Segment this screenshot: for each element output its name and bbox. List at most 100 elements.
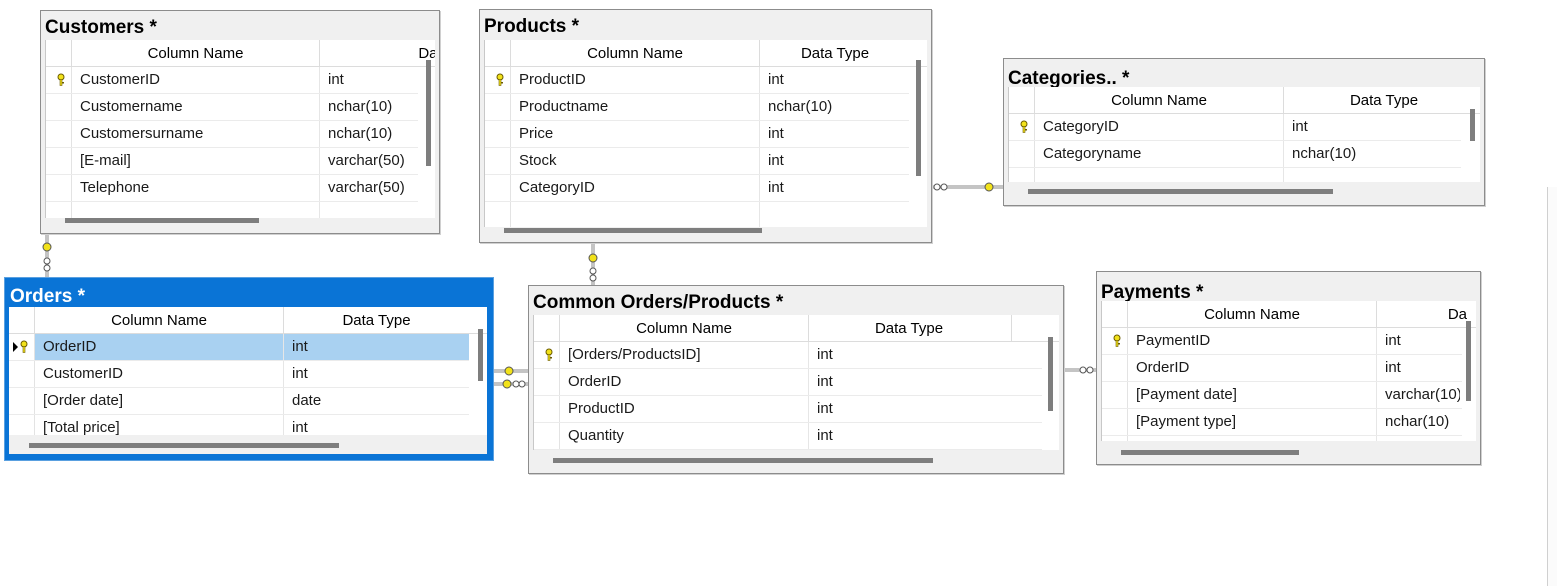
column-name-cell[interactable]: [Payment type] — [1136, 413, 1237, 430]
data-type-cell[interactable]: nchar(10) — [328, 98, 393, 115]
column-name-cell[interactable]: Stock — [519, 152, 557, 169]
row-selector[interactable] — [46, 67, 72, 93]
empty-row[interactable] — [485, 202, 909, 227]
data-type-header[interactable]: Data Type — [1349, 92, 1419, 109]
row-selector[interactable] — [534, 369, 560, 395]
data-type-cell[interactable]: nchar(10) — [1385, 413, 1450, 430]
column-row[interactable]: PaymentID int — [1102, 328, 1462, 355]
horizontal-scrollbar[interactable] — [504, 228, 762, 233]
column-name-header[interactable]: Column Name — [636, 320, 732, 337]
vertical-scrollbar[interactable] — [916, 60, 921, 176]
vertical-scrollbar[interactable] — [478, 329, 483, 381]
row-selector[interactable] — [1009, 141, 1035, 167]
column-name-header[interactable]: Column Name — [147, 45, 244, 62]
vertical-scrollbar[interactable] — [1470, 109, 1475, 141]
data-type-cell[interactable]: nchar(10) — [768, 98, 833, 115]
column-name-cell[interactable]: CategoryID — [1043, 118, 1119, 135]
data-type-cell[interactable]: int — [817, 373, 833, 390]
column-row[interactable]: [Order date] date — [9, 388, 469, 415]
column-name-cell[interactable]: Productname — [519, 98, 609, 115]
column-row[interactable]: [E-mail] varchar(50) — [46, 148, 418, 175]
column-name-cell[interactable]: Customername — [80, 98, 183, 115]
relationship-customers-orders[interactable] — [42, 234, 52, 278]
column-name-header[interactable]: Column Name — [111, 312, 207, 329]
column-name-cell[interactable]: Customersurname — [80, 125, 204, 142]
table-title[interactable]: Payments * — [1101, 282, 1204, 303]
data-type-header[interactable]: Data Type — [874, 320, 944, 337]
table-title[interactable]: Customers * — [45, 17, 157, 38]
data-type-cell[interactable]: int — [1292, 118, 1308, 135]
row-selector[interactable] — [46, 94, 72, 120]
column-row[interactable]: [Total price]int — [9, 415, 469, 435]
data-type-cell[interactable]: int — [768, 125, 784, 142]
data-type-cell[interactable]: int — [292, 419, 308, 435]
column-name-cell[interactable]: OrderID — [568, 373, 622, 390]
row-selector[interactable] — [534, 423, 560, 449]
column-name-cell[interactable]: [Order date] — [43, 392, 124, 409]
relationship-products-categories[interactable] — [931, 182, 1004, 192]
data-type-cell[interactable]: int — [817, 427, 833, 444]
column-name-cell[interactable]: [E-mail] — [80, 152, 131, 169]
table-title[interactable]: Categories.. * — [1008, 68, 1130, 89]
vertical-scrollbar[interactable] — [1048, 337, 1053, 411]
column-row[interactable]: OrderID int — [534, 369, 1042, 396]
column-name-cell[interactable]: Price — [519, 125, 554, 142]
horizontal-scrollbar[interactable] — [1028, 189, 1333, 194]
data-type-header[interactable]: Data Type — [342, 312, 411, 329]
row-selector[interactable] — [485, 94, 511, 120]
row-selector[interactable] — [534, 396, 560, 422]
column-name-cell[interactable]: [Payment date] — [1136, 386, 1237, 403]
data-type-cell[interactable]: varchar(50) — [328, 152, 405, 169]
column-grid[interactable]: Column Name Data CustomerIDintCustomerna… — [45, 40, 435, 218]
row-selector[interactable] — [1102, 355, 1128, 381]
column-name-header[interactable]: Column Name — [587, 45, 683, 62]
horizontal-scrollbar[interactable] — [553, 458, 933, 463]
data-type-cell[interactable]: int — [768, 71, 784, 88]
column-row[interactable]: [Payment date] varchar(10) — [1102, 382, 1462, 409]
row-selector[interactable] — [46, 148, 72, 174]
relationship-products-common[interactable] — [588, 243, 598, 286]
row-selector[interactable] — [46, 121, 72, 147]
column-row[interactable]: Categoryname nchar(10) — [1009, 141, 1461, 168]
data-type-header[interactable]: Data — [418, 45, 435, 62]
column-name-cell[interactable]: PaymentID — [1136, 332, 1211, 349]
column-row[interactable]: Customername nchar(10) — [46, 94, 418, 121]
data-type-cell[interactable]: varchar(10) — [1385, 386, 1460, 403]
empty-row[interactable] — [1009, 168, 1461, 182]
data-type-header[interactable]: Data Type — [800, 45, 870, 62]
column-name-cell[interactable]: OrderID — [43, 338, 97, 355]
data-type-header[interactable]: Da — [1447, 306, 1467, 323]
table-categories[interactable]: Categories.. * Column Name Data Type Cat… — [1003, 58, 1485, 206]
data-type-cell[interactable]: int — [817, 346, 833, 363]
column-row[interactable]: Price int — [485, 121, 909, 148]
data-type-cell[interactable]: int — [768, 179, 784, 196]
data-type-cell[interactable]: date — [292, 392, 322, 409]
data-type-cell[interactable]: int — [1385, 332, 1401, 349]
column-name-header[interactable]: Column Name — [1111, 92, 1207, 109]
row-selector[interactable] — [1102, 382, 1128, 408]
column-name-cell[interactable]: Telephone — [80, 179, 150, 196]
row-selector[interactable] — [46, 175, 72, 201]
column-row[interactable]: OrderID int — [9, 334, 469, 361]
column-name-cell[interactable]: OrderID — [1136, 359, 1190, 376]
column-row[interactable]: [Payment type] nchar(10) — [1102, 409, 1462, 436]
row-selector[interactable] — [9, 415, 35, 435]
empty-row[interactable] — [46, 202, 418, 218]
data-type-cell[interactable]: int — [292, 338, 308, 355]
data-type-cell[interactable]: nchar(10) — [1292, 145, 1357, 162]
column-name-cell[interactable]: Categoryname — [1043, 145, 1142, 162]
row-selector[interactable] — [485, 67, 511, 93]
data-type-cell[interactable]: int — [292, 365, 308, 382]
row-selector[interactable] — [1009, 114, 1035, 140]
row-selector[interactable] — [485, 175, 511, 201]
column-grid[interactable]: Column Name Data Type [Orders/ProductsID… — [533, 315, 1059, 450]
column-name-cell[interactable]: ProductID — [568, 400, 635, 417]
